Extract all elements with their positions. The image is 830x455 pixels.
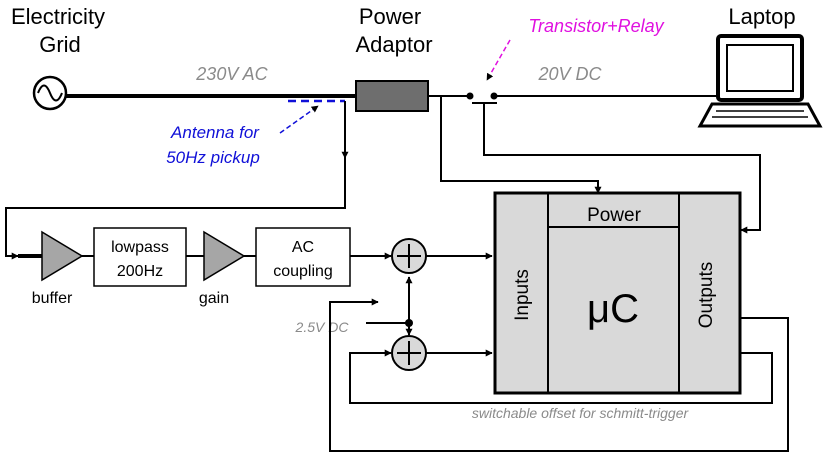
laptop-icon — [697, 34, 823, 128]
summing-junction-1-icon — [391, 238, 427, 274]
ac-source-icon — [32, 75, 68, 111]
power-to-uc-line — [440, 96, 602, 194]
antenna-to-buffer-line — [5, 158, 346, 260]
relay-switch-icon — [466, 92, 498, 111]
power-adaptor-label-2: Adaptor — [355, 32, 432, 57]
inputs-block-label: Inputs — [512, 269, 533, 321]
lowpass-label-2: 200Hz — [117, 263, 163, 280]
gain-label: gain — [199, 290, 229, 307]
ac-coupling-block — [255, 227, 351, 287]
ac-coupling-label-2: coupling — [273, 263, 333, 280]
dc-voltage-label: 20V DC — [537, 64, 602, 84]
electricity-grid-label-1: Electricity — [11, 4, 105, 29]
power-adaptor-label-1: Power — [359, 4, 421, 29]
uc-to-relay-line — [483, 111, 761, 234]
antenna-label-1: Antenna for — [170, 123, 260, 142]
relay-pointer-arrow — [486, 39, 511, 81]
antenna-pointer-arrow — [279, 105, 319, 134]
dc-offset-label: 2.5V DC — [295, 319, 350, 335]
buffer-label: buffer — [32, 290, 73, 307]
power-adaptor-block — [355, 80, 429, 112]
buffer-amplifier-icon — [41, 230, 84, 282]
antenna-label-2: 50Hz pickup — [166, 148, 260, 167]
lowpass-label-1: lowpass — [111, 239, 169, 256]
gain-amplifier-icon — [203, 230, 246, 282]
outer-feedback-line — [329, 298, 789, 452]
summing-junction-2-icon — [391, 335, 427, 371]
ac-coupling-label-1: AC — [292, 239, 314, 256]
electricity-grid-label-2: Grid — [39, 32, 81, 57]
transistor-relay-label: Transistor+Relay — [528, 16, 664, 36]
schmitt-offset-label: switchable offset for schmitt-trigger — [472, 405, 690, 421]
laptop-label: Laptop — [728, 4, 795, 29]
schmitt-offset-line — [349, 349, 773, 404]
outputs-block-label: Outputs — [696, 262, 717, 329]
microcontroller-label: μC — [587, 287, 639, 331]
power-block-label: Power — [587, 205, 642, 226]
ac-voltage-label: 230V AC — [195, 64, 268, 84]
dc-offset-node — [405, 319, 413, 327]
